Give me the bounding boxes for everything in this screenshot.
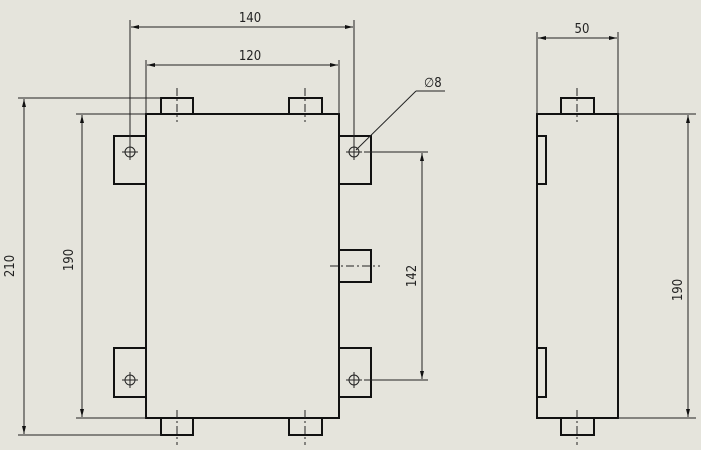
front-view: 140 120 210 190 142 bbox=[3, 11, 445, 445]
dimension-140: 140 bbox=[129, 11, 355, 146]
hole-icon bbox=[122, 372, 138, 388]
hole-icon bbox=[346, 372, 362, 388]
hole-icon bbox=[346, 144, 362, 160]
top-tab-left bbox=[160, 97, 194, 115]
top-tab-right bbox=[288, 97, 323, 115]
dim-label-50: 50 bbox=[575, 22, 590, 37]
ear-bottom-left bbox=[113, 347, 147, 398]
dim-label-190-side: 190 bbox=[671, 279, 686, 301]
dimension-142: 142 bbox=[364, 151, 428, 381]
dimension-hole-diameter: ∅8 bbox=[355, 76, 445, 151]
dim-label-140: 140 bbox=[239, 11, 261, 26]
side-ear-bottom bbox=[536, 347, 547, 398]
side-connector bbox=[338, 249, 372, 283]
ear-bottom-right bbox=[338, 347, 372, 398]
side-view: 50 190 bbox=[536, 22, 696, 445]
dim-label-190-front: 190 bbox=[62, 249, 77, 271]
mounting-holes bbox=[122, 144, 362, 388]
dim-label-142: 142 bbox=[405, 265, 420, 287]
dim-label-120: 120 bbox=[239, 49, 261, 64]
side-top-tab bbox=[560, 97, 595, 115]
side-ear-top bbox=[536, 135, 547, 185]
front-body bbox=[145, 113, 340, 419]
dimension-210: 210 bbox=[3, 97, 161, 436]
dimension-190-side: 190 bbox=[618, 113, 696, 419]
hole-icon bbox=[122, 144, 138, 160]
dimension-120: 120 bbox=[145, 49, 340, 114]
ear-top-right bbox=[338, 135, 372, 185]
side-body bbox=[536, 113, 619, 419]
dimension-50: 50 bbox=[536, 22, 619, 114]
dim-label-210: 210 bbox=[3, 255, 18, 277]
dimension-190-front: 190 bbox=[62, 113, 146, 419]
dim-label-diameter: ∅8 bbox=[424, 76, 442, 91]
